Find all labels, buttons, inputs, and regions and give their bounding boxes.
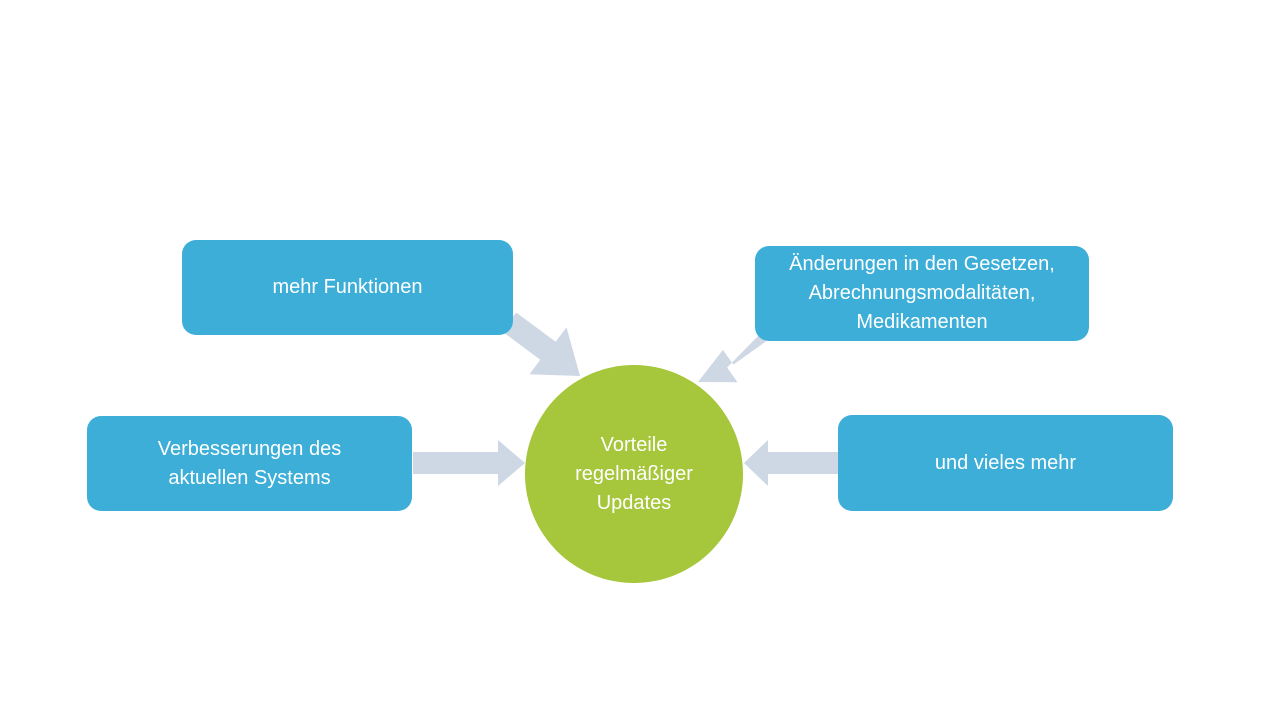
node-much-more: und vieles mehr [838,415,1173,511]
arrow-middle-left [413,440,525,486]
center-node: Vorteile regelmäßiger Updates [525,365,743,583]
node-law-changes: Änderungen in den Gesetzen, Abrechnungsm… [755,246,1089,341]
center-node-label: Vorteile regelmäßiger Updates [575,433,693,514]
arrow-top-left [500,312,580,376]
node-system-improvements-label: Verbesserungen des aktuellen Systems [157,437,342,489]
node-law-changes-label: Änderungen in den Gesetzen, Abrechnungsm… [789,253,1055,333]
node-more-functions-label: mehr Funktionen [272,276,423,298]
arrow-middle-right [744,440,838,486]
arrow-top-right [698,331,769,383]
node-system-improvements: Verbesserungen des aktuellen Systems [87,416,412,511]
node-more-functions: mehr Funktionen [182,240,513,335]
node-much-more-label: und vieles mehr [934,451,1077,474]
